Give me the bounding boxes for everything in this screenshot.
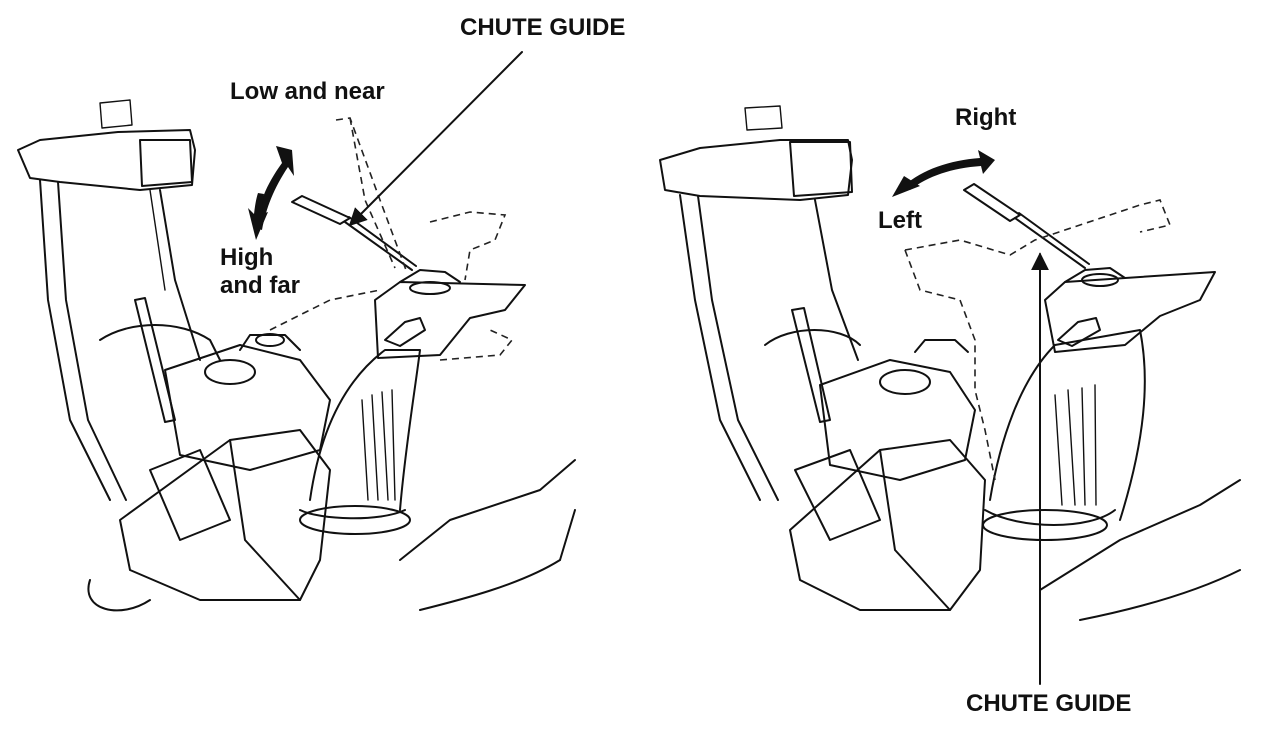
right-direction-label: Right — [955, 104, 1017, 131]
leader-arrow-icon — [348, 51, 523, 227]
chute-guide-callout-right: CHUTE GUIDE — [966, 690, 1132, 717]
chute-guide-callout-left: CHUTE GUIDE — [460, 14, 626, 41]
low-and-near-label: Low and near — [230, 78, 385, 105]
left-direction-label: Left — [878, 207, 922, 234]
and-far-label: and far — [220, 272, 301, 299]
left-snowblower-drawing — [17, 99, 576, 612]
right-snowblower-drawing — [659, 105, 1241, 621]
high-label: High — [220, 244, 274, 271]
double-arrow-icon — [248, 146, 294, 240]
double-arrow-icon — [892, 150, 995, 197]
